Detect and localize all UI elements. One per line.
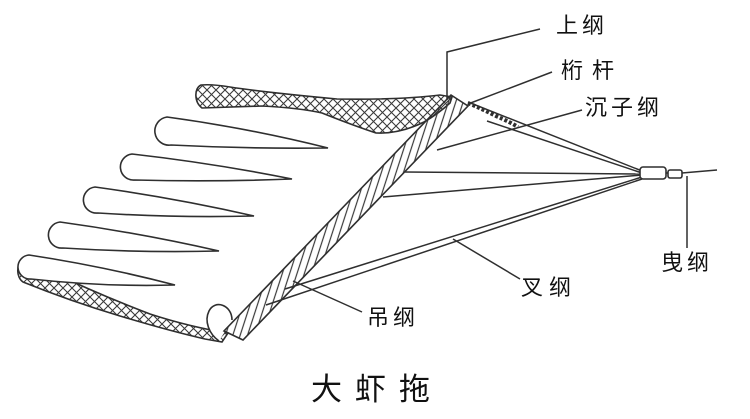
net-top-mesh-band	[195, 83, 454, 134]
leader-henggan	[467, 71, 553, 105]
bridle-line	[404, 171, 643, 175]
label-chenzigang: 沉子纲	[585, 95, 664, 120]
leader-chagang	[452, 238, 521, 280]
bridle-line	[382, 174, 643, 198]
bridle-lines	[265, 101, 643, 306]
label-chagang: 叉纲	[521, 275, 578, 300]
beam-bar	[222, 93, 470, 341]
bridle-line	[284, 176, 643, 290]
net-body	[16, 83, 520, 343]
figure-caption: 大虾拖	[311, 372, 443, 407]
shackle-group	[639, 166, 718, 180]
label-henggan: 桁杆	[561, 58, 624, 83]
net-finger	[154, 116, 329, 149]
label-yegang: 曳纲	[661, 250, 714, 275]
shackle	[639, 166, 667, 180]
towing-warp-line	[681, 169, 718, 174]
net-finger	[119, 153, 293, 182]
bridle-line	[265, 178, 643, 306]
bridle-line	[467, 101, 643, 172]
leader-lines	[292, 28, 688, 313]
label-shanggang: 上纲	[556, 13, 609, 38]
shackle-eye	[667, 169, 683, 179]
beam-foot-loop	[206, 303, 233, 342]
leader-diaogang	[292, 280, 363, 313]
bridle-line	[486, 120, 643, 174]
net-finger	[17, 254, 176, 287]
net-finger	[47, 221, 220, 253]
sinker-tassel	[467, 101, 520, 129]
leader-chenzigang	[436, 109, 583, 151]
leader-shanggang	[446, 28, 541, 100]
label-diaogang: 吊纲	[367, 305, 420, 330]
net-finger	[82, 186, 255, 218]
